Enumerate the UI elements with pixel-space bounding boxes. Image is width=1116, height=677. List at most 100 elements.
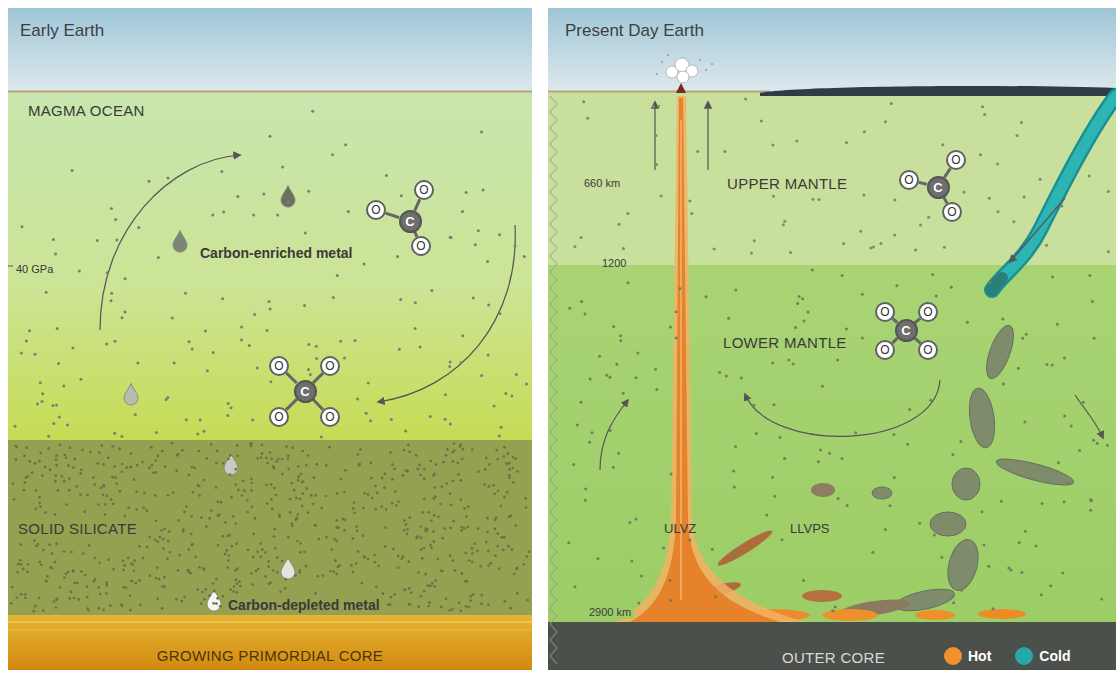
particle — [111, 445, 114, 448]
legend-swatch — [1015, 647, 1033, 665]
particle — [11, 586, 14, 589]
particle — [63, 550, 66, 553]
particle — [584, 488, 587, 491]
particle — [528, 550, 531, 553]
particle — [181, 449, 184, 452]
particle — [514, 245, 517, 248]
particle — [1024, 530, 1027, 533]
particle — [287, 536, 290, 539]
particle — [235, 579, 238, 582]
particle — [200, 602, 203, 605]
particle — [1000, 500, 1003, 503]
particle — [637, 602, 640, 605]
legend-text: Hot — [968, 648, 991, 664]
particle — [333, 538, 336, 541]
particle — [801, 297, 804, 300]
convection-arrow — [600, 400, 628, 470]
particle — [374, 508, 377, 511]
particle — [336, 519, 339, 522]
particle — [389, 451, 392, 454]
particle — [234, 468, 237, 471]
particle — [435, 463, 438, 466]
particle — [151, 464, 154, 467]
particle — [660, 194, 663, 197]
particle — [418, 464, 421, 467]
particle — [433, 514, 436, 517]
particle — [494, 528, 497, 531]
particle — [440, 606, 443, 609]
particle — [41, 392, 44, 395]
particle — [203, 598, 206, 601]
early-earth-layers — [8, 8, 532, 670]
particle — [446, 448, 449, 451]
present-earth-layers — [548, 8, 1116, 670]
particle — [296, 513, 299, 516]
particle — [407, 444, 410, 447]
particle — [493, 492, 496, 495]
particle — [287, 454, 290, 457]
particle — [733, 485, 736, 488]
particle — [119, 490, 122, 493]
particle — [451, 480, 454, 483]
particle — [449, 527, 452, 530]
node-text: O — [371, 204, 380, 216]
particle — [654, 368, 657, 371]
particle — [131, 563, 134, 566]
particle — [640, 575, 643, 578]
particle — [420, 537, 423, 540]
particle — [232, 590, 235, 593]
particle — [65, 503, 68, 506]
particle — [129, 609, 132, 612]
particle — [266, 502, 269, 505]
particle — [200, 516, 203, 519]
particle — [72, 466, 75, 469]
particle — [655, 134, 658, 137]
particle — [1021, 337, 1024, 340]
particle — [79, 493, 82, 496]
particle — [98, 451, 101, 454]
particle — [474, 243, 477, 246]
particle — [21, 225, 24, 228]
particle — [836, 358, 839, 361]
particle — [269, 308, 272, 311]
particle — [295, 497, 298, 500]
particle — [25, 340, 28, 343]
particle — [426, 584, 429, 587]
label-text: Carbon-enriched metal — [200, 245, 352, 261]
particle — [51, 567, 54, 570]
particle — [25, 446, 28, 449]
sky — [548, 8, 1116, 92]
label-text: 660 km — [584, 177, 620, 189]
particle — [449, 423, 452, 426]
particle — [53, 600, 56, 603]
node-text: O — [274, 411, 283, 423]
particle — [229, 473, 232, 476]
particle — [367, 382, 370, 385]
particle — [162, 547, 165, 550]
particle — [297, 476, 300, 479]
particle — [783, 220, 786, 223]
particle — [574, 585, 577, 588]
particle — [612, 466, 615, 469]
particle — [400, 557, 403, 560]
particle — [307, 343, 310, 346]
particle — [355, 525, 358, 528]
particle — [34, 462, 37, 465]
chemical-bond — [286, 373, 297, 383]
particle — [487, 303, 490, 306]
particle — [39, 381, 42, 384]
particle — [250, 482, 253, 485]
particle — [224, 521, 227, 524]
particle — [486, 531, 489, 534]
particle — [471, 448, 474, 451]
particle — [444, 393, 447, 396]
particle — [287, 457, 290, 460]
particle — [138, 579, 141, 582]
particle — [220, 170, 223, 173]
core-stripe — [8, 629, 532, 631]
particle — [96, 239, 99, 242]
particle — [765, 513, 768, 516]
particle — [219, 605, 222, 608]
particle — [408, 587, 411, 590]
particle — [369, 419, 372, 422]
